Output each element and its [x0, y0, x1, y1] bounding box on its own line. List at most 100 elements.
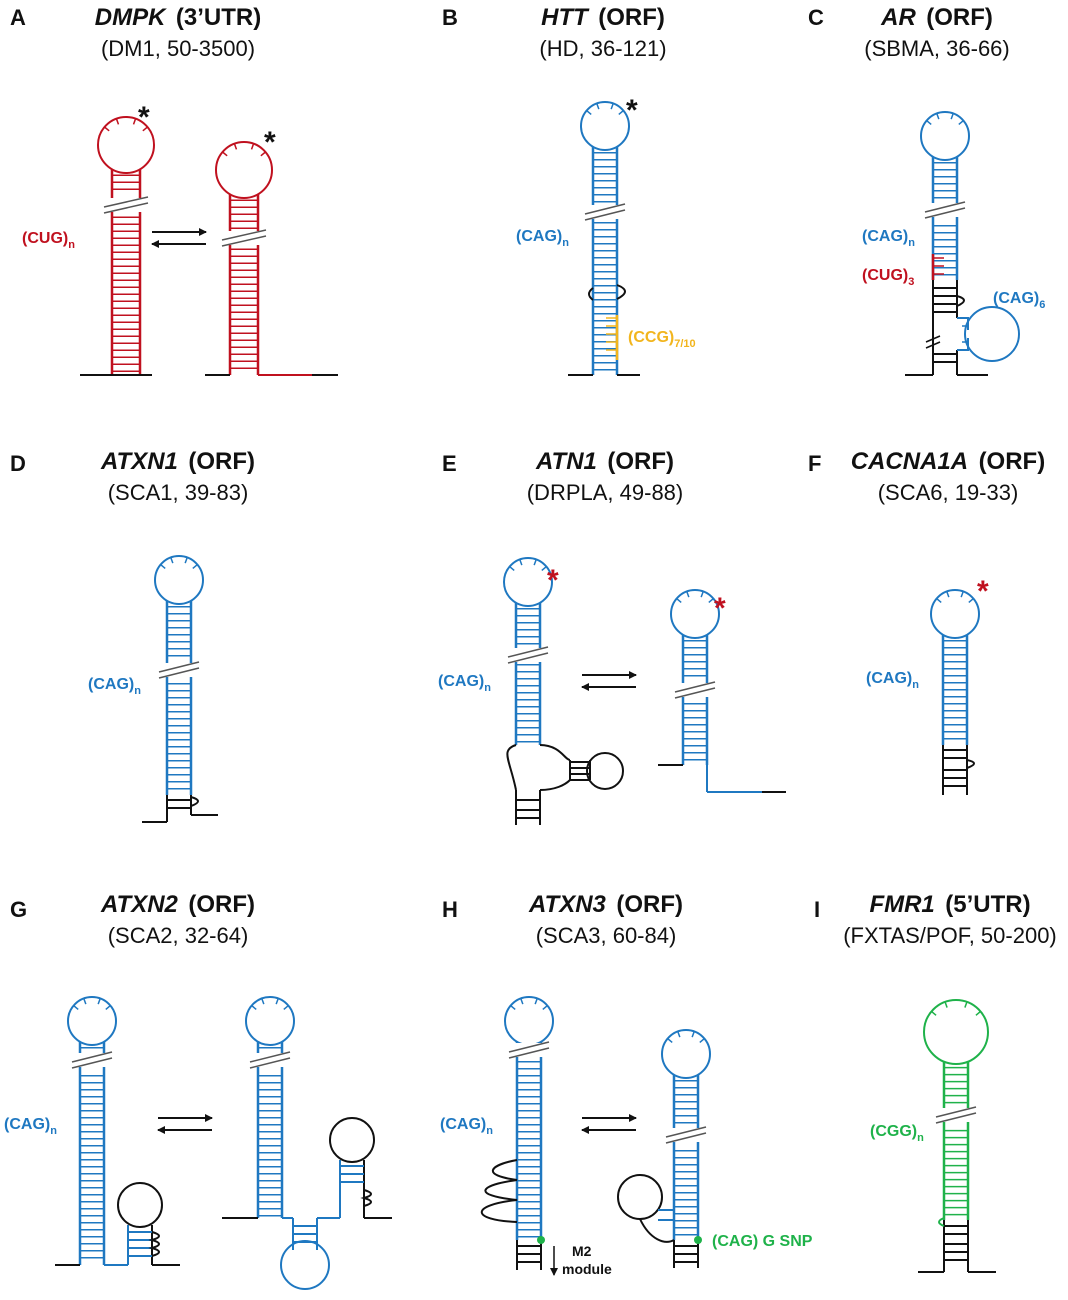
bottom-loop-g2: [280, 1217, 340, 1290]
gene-name: DMPK: [95, 4, 167, 31]
equilibrium-arrows: [157, 1114, 213, 1134]
equilibrium-arrows: [581, 671, 637, 691]
gene-name: ATXN3: [528, 891, 607, 918]
panel-e-subtitle: (DRPLA, 49-88): [527, 480, 684, 505]
panel-c-title: AR (ORF): [880, 4, 993, 31]
panel-g: G ATXN2 (ORF) (SCA2, 32-64): [4, 891, 392, 1290]
panel-e-title: ATN1 (ORF): [535, 448, 674, 475]
equilibrium-arrows: [151, 228, 207, 248]
panel-letter-d: D: [10, 451, 26, 476]
panel-letter-i: I: [814, 897, 820, 922]
snp-dot: [537, 1236, 545, 1244]
repeat-label-cug: (CUG)3: [862, 267, 914, 288]
panel-letter-e: E: [442, 451, 457, 476]
repeat-label-cag: (CAG)n: [516, 228, 569, 249]
panel-c-subtitle: (SBMA, 36-66): [864, 36, 1010, 61]
hairpin-e2: [658, 589, 786, 793]
side-hairpin-g1: [104, 1182, 180, 1266]
gene-region: (ORF): [188, 891, 255, 918]
panel-d-subtitle: (SCA1, 39-83): [108, 480, 249, 505]
hairpin-loop: [215, 141, 273, 199]
hairpin-h2: [661, 1029, 711, 1240]
snp-label: (CAG) G SNP: [712, 1233, 813, 1250]
hairpin-d: [154, 555, 204, 795]
side-hairpin-g2: [329, 1117, 392, 1219]
repeat-label-cug: (CUG)n: [22, 230, 75, 251]
panel-letter-c: C: [808, 5, 824, 30]
hairpin-a2: [205, 141, 338, 376]
bulge-loop: [588, 284, 626, 301]
gene-name: ATXN1: [100, 448, 178, 475]
panel-a-title: DMPK (3’UTR): [95, 4, 261, 31]
hairpin-loop: [154, 555, 204, 605]
gene-region: (5’UTR): [945, 891, 1030, 918]
hairpin-i: [923, 999, 989, 1220]
gene-name: ATN1: [535, 448, 597, 475]
panel-g-subtitle: (SCA2, 32-64): [108, 923, 249, 948]
panel-i-title: FMR1 (5’UTR): [869, 891, 1030, 918]
black-junction: [506, 744, 624, 825]
hairpin-e1: [503, 557, 553, 745]
asterisk-mark: *: [264, 126, 276, 159]
gene-name: HTT: [541, 4, 590, 31]
panel-letter-f: F: [808, 451, 821, 476]
repeat-label-cgg: (CGG)n: [870, 1123, 924, 1144]
repeat-label-cag: (CAG)n: [4, 1116, 57, 1137]
panel-h: H ATXN3 (ORF) (SCA3, 60-84) M2 module: [440, 891, 813, 1277]
gene-region: (3’UTR): [176, 4, 261, 31]
repeat-label-ccg: (CCG)7/10: [628, 329, 696, 350]
equilibrium-arrows: [581, 1114, 637, 1134]
hairpin-loop: [920, 111, 970, 161]
panel-letter-b: B: [442, 5, 458, 30]
panel-a: A DMPK (3’UTR) (DM1, 50-3500) * * (CUG)n: [10, 4, 338, 376]
asterisk-mark: *: [977, 575, 989, 608]
asterisk-mark: *: [547, 564, 559, 597]
panel-h-title: ATXN3 (ORF): [528, 891, 683, 918]
repeat-label-cag: (CAG)n: [88, 676, 141, 697]
hairpin-loop: [661, 1029, 711, 1079]
panel-b-title: HTT (ORF): [541, 4, 665, 31]
panel-h-subtitle: (SCA3, 60-84): [536, 923, 677, 948]
break-mark: [925, 335, 941, 349]
panel-i-subtitle: (FXTAS/POF, 50-200): [843, 923, 1057, 948]
red-cug-segment: [931, 254, 944, 280]
asterisk-mark: *: [138, 101, 150, 134]
hairpin-h1: [504, 996, 554, 1240]
panel-letter-g: G: [10, 897, 27, 922]
hairpin-loop: [245, 996, 295, 1046]
gene-region: (ORF): [598, 4, 665, 31]
panel-b-subtitle: (HD, 36-121): [539, 36, 666, 61]
hairpin-loop: [504, 996, 554, 1046]
panel-f: F CACNA1A (ORF) (SCA6, 19-33) * (CAG)n: [808, 448, 1045, 795]
panel-a-subtitle: (DM1, 50-3500): [101, 36, 255, 61]
gene-region: (ORF): [979, 448, 1046, 475]
panel-f-title: CACNA1A (ORF): [851, 448, 1045, 475]
module-label: M2: [572, 1243, 592, 1259]
repeat-label-cag: (CAG)n: [438, 673, 491, 694]
gene-region: (ORF): [188, 448, 255, 475]
repeat-label-cag: (CAG)n: [440, 1116, 493, 1137]
hairpin-b: [568, 101, 640, 376]
hairpin-loop: [670, 589, 720, 639]
yellow-ccg-segment: [606, 315, 619, 360]
hairpin-g1: [55, 996, 117, 1266]
black-lower-stem: [918, 1217, 996, 1273]
snp-dot: [694, 1236, 702, 1244]
asterisk-mark: *: [714, 592, 726, 625]
gene-name: ATXN2: [100, 891, 179, 918]
black-lower-stem: [142, 795, 218, 823]
repeat-label-cag: (CAG)n: [862, 228, 915, 249]
panel-i: I FMR1 (5’UTR) (FXTAS/POF, 50-200) (CGG)…: [814, 891, 1057, 1273]
gene-region: (ORF): [926, 4, 993, 31]
gene-region: (ORF): [607, 448, 674, 475]
gene-name: FMR1: [869, 891, 934, 918]
hairpin-loop: [67, 996, 117, 1046]
hairpin-c: [920, 111, 970, 280]
side-loop-h2: [617, 1174, 699, 1268]
hairpin-loop: [930, 589, 980, 639]
hairpin-loop: [923, 999, 989, 1065]
panel-b: B HTT (ORF) (HD, 36-121) * (CAG)n (CCG)7…: [442, 4, 696, 376]
asterisk-mark: *: [626, 94, 638, 127]
hairpin-loop: [97, 116, 155, 174]
